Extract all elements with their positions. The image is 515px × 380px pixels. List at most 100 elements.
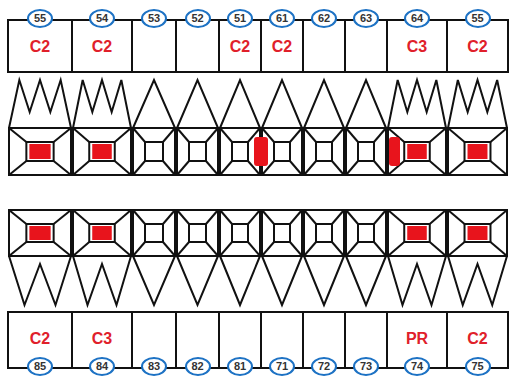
- surface-line: [115, 128, 131, 142]
- tooth-outline: [177, 210, 218, 256]
- tooth-number-text: 84: [96, 360, 108, 372]
- tooth-number-text: 63: [360, 12, 372, 24]
- upper-table: [8, 20, 508, 72]
- tooth-number-text: 83: [148, 360, 160, 372]
- table-divider: [386, 312, 388, 368]
- tooth-number-text: 82: [191, 360, 203, 372]
- occlusal-surface: [232, 142, 248, 161]
- tooth-number: 85: [27, 357, 53, 376]
- tooth-number-text: 81: [234, 360, 246, 372]
- occlusal-surface: [274, 224, 290, 242]
- tooth-root: [262, 256, 302, 305]
- surface-line: [54, 128, 71, 142]
- tooth-root: [346, 80, 386, 128]
- tooth-root: [448, 80, 507, 128]
- surface-line: [388, 242, 404, 256]
- occlusal-surface: [274, 142, 290, 161]
- surface-line: [448, 242, 465, 256]
- caries-mark: [468, 226, 488, 240]
- tooth-number: 62: [311, 9, 337, 28]
- tooth-outline: [133, 210, 175, 256]
- diagnosis-code: C3: [92, 330, 112, 348]
- surface-line: [177, 210, 189, 224]
- surface-line: [54, 242, 71, 256]
- occlusal-surface: [89, 142, 115, 161]
- diagnosis-code: C2: [272, 38, 292, 56]
- tooth-number-text: 74: [411, 360, 423, 372]
- tooth-root: [133, 256, 175, 305]
- surface-line: [490, 242, 507, 256]
- surface-line: [220, 161, 232, 175]
- surface-line: [133, 128, 145, 142]
- table-divider: [131, 312, 133, 368]
- surface-line: [448, 161, 465, 175]
- surface-line: [490, 161, 507, 175]
- tooth-number: 55: [465, 9, 491, 28]
- tooth-outline: [9, 128, 71, 175]
- tooth-number-text: 71: [276, 360, 288, 372]
- tooth-outline: [448, 210, 507, 256]
- tooth-number: 73: [353, 357, 379, 376]
- surface-line: [177, 128, 189, 142]
- occlusal-surface: [465, 224, 491, 242]
- tooth-number: 75: [465, 357, 491, 376]
- surface-line: [206, 128, 218, 142]
- occlusal-surface: [232, 224, 248, 242]
- surface-line: [177, 242, 189, 256]
- tooth-outline: [73, 210, 131, 256]
- surface-line: [9, 242, 26, 256]
- surface-line: [448, 210, 465, 224]
- tooth-number: 54: [89, 9, 115, 28]
- tooth-outline: [388, 210, 446, 256]
- surface-line: [374, 210, 386, 224]
- tooth-number: 72: [311, 357, 337, 376]
- occlusal-surface: [358, 142, 374, 161]
- surface-line: [73, 128, 89, 142]
- surface-line: [290, 161, 302, 175]
- tooth-root: [220, 80, 260, 128]
- tooth-root: [304, 80, 344, 128]
- surface-line: [163, 242, 175, 256]
- tooth-outline: [448, 128, 507, 175]
- diagnosis-code: C2: [30, 38, 50, 56]
- tooth-number: 84: [89, 357, 115, 376]
- table-divider: [446, 312, 448, 368]
- surface-line: [248, 210, 260, 224]
- occlusal-surface: [358, 224, 374, 242]
- surface-line: [177, 161, 189, 175]
- surface-line: [332, 210, 344, 224]
- surface-line: [73, 242, 89, 256]
- tooth-number: 61: [269, 9, 295, 28]
- surface-line: [374, 161, 386, 175]
- tooth-number-text: 53: [148, 12, 160, 24]
- occlusal-surface: [189, 224, 206, 242]
- surface-line: [133, 210, 145, 224]
- tooth-root: [304, 256, 344, 305]
- surface-line: [73, 210, 89, 224]
- table-divider: [302, 20, 304, 72]
- tooth-number: 55: [27, 9, 53, 28]
- surface-line: [220, 242, 232, 256]
- tooth-outline: [9, 210, 71, 256]
- caries-mark: [389, 137, 400, 166]
- diagnosis-code: C2: [92, 38, 112, 56]
- tooth-outline: [304, 210, 344, 256]
- surface-line: [54, 210, 71, 224]
- caries-mark: [29, 226, 50, 240]
- tooth-root: [388, 80, 446, 128]
- tooth-number-text: 73: [360, 360, 372, 372]
- table-divider: [260, 20, 262, 72]
- tooth-root: [133, 80, 175, 128]
- surface-line: [430, 161, 446, 175]
- surface-line: [304, 161, 316, 175]
- tooth-root: [73, 80, 131, 128]
- table-divider: [131, 20, 133, 72]
- surface-line: [248, 242, 260, 256]
- tooth-number-text: 55: [471, 12, 483, 24]
- tooth-number-text: 61: [276, 12, 288, 24]
- tooth-root: [262, 80, 302, 128]
- tooth-root: [220, 256, 260, 305]
- tooth-number: 53: [141, 9, 167, 28]
- surface-line: [290, 242, 302, 256]
